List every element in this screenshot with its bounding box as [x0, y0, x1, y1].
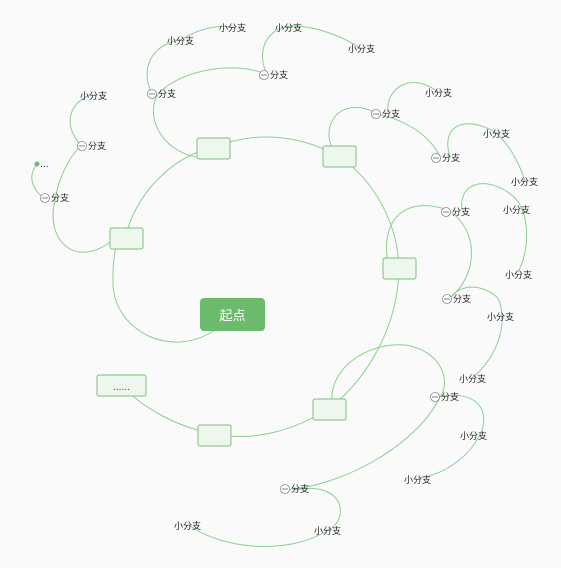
edge-right-leaf3 [449, 286, 503, 379]
collapse-toggle-icon[interactable] [280, 484, 290, 494]
main-ring-edges [112, 136, 400, 437]
collapse-toggle-icon[interactable] [431, 153, 441, 163]
collapse-toggle-icon[interactable] [77, 141, 87, 151]
toggles[interactable] [40, 70, 452, 494]
leaf-label: 小分支 [483, 128, 510, 140]
root-node[interactable]: 起点 [200, 298, 265, 331]
collapse-toggle-icon[interactable] [40, 193, 50, 203]
leaf-label: 小分支 [80, 90, 107, 102]
leaf-label: 小分支 [167, 35, 194, 47]
edge-right-leaf2 [494, 131, 526, 182]
leaf-label: 小分支 [404, 474, 431, 486]
collapse-toggle-icon[interactable] [430, 392, 440, 402]
branch-label: 分支 [453, 293, 471, 305]
branch-edges [31, 25, 528, 548]
branch-label: 分支 [51, 192, 69, 204]
leaf-label: 小分支 [505, 269, 532, 281]
edge-top-arc [261, 25, 361, 76]
ring-node-right[interactable] [382, 257, 417, 280]
truncated-label: ... [40, 160, 49, 170]
collapse-toggle-icon[interactable] [371, 109, 381, 119]
edge-left-leaf [69, 94, 91, 147]
edge-topleft-arc [157, 67, 269, 95]
leaf-labels: 小分支 小分支 小分支 小分支 小分支 小分支 小分支 小分支 小分支 小分支 … [80, 22, 538, 537]
branch-label: 分支 [442, 152, 460, 164]
ring-node-placeholder-text: ...... [113, 383, 130, 393]
edge-topright-branch [377, 113, 441, 158]
ring-node-bottomright[interactable] [312, 398, 347, 421]
leaf-label: 小分支 [219, 22, 246, 34]
edge-left [52, 145, 114, 253]
ring-node-left[interactable] [109, 227, 144, 250]
ring-edge-1 [127, 147, 214, 229]
ring-edge-3 [337, 155, 400, 269]
edge-bottom-leaf2 [189, 525, 329, 548]
collapse-toggle-icon[interactable] [259, 70, 269, 80]
leaf-label: 小分支 [460, 430, 487, 442]
edge-right-sub [447, 209, 472, 299]
leaf-label: 小分支 [275, 22, 302, 34]
collapsed-dot-icon[interactable] [34, 161, 40, 167]
leaf-label: 小分支 [174, 520, 201, 532]
branch-label: 分支 [291, 483, 309, 495]
collapse-toggle-icon[interactable] [442, 294, 452, 304]
leaf-label: 小分支 [459, 373, 486, 385]
branch-label: 分支 [452, 206, 470, 218]
collapse-toggle-icon[interactable] [147, 89, 157, 99]
edge-topright-leaf [387, 81, 439, 113]
edge-topleft [153, 93, 197, 158]
edge-right-arc [461, 183, 528, 273]
ring-node-topleft[interactable] [196, 137, 231, 160]
ring-edge-4 [329, 267, 400, 409]
edge-bottom-leaf [294, 487, 341, 531]
ring-node-bottom[interactable] [197, 424, 232, 447]
edge-topright [328, 106, 379, 149]
ring-node-top[interactable] [322, 145, 357, 168]
edge-bottomright [331, 344, 445, 401]
edge-bottom-branch [284, 396, 441, 491]
root-label: 起点 [219, 309, 245, 324]
leaf-label: 小分支 [511, 176, 538, 188]
edge-topleft-leaf2 [179, 26, 236, 41]
ring-edge-2 [212, 136, 339, 157]
leaf-label: 小分支 [314, 525, 341, 537]
edge-bottomright-leaf [417, 394, 485, 479]
branch-label: 分支 [158, 88, 176, 100]
leaf-label: 小分支 [348, 43, 375, 55]
collapse-toggle-icon[interactable] [441, 207, 451, 217]
edge-topleft-leaf [146, 39, 181, 95]
branch-label: 分支 [441, 391, 459, 403]
branch-label: 分支 [88, 140, 106, 152]
branch-label: 分支 [270, 69, 288, 81]
branch-label: 分支 [382, 108, 400, 120]
leaf-label: 小分支 [487, 311, 514, 323]
branch-labels: 分支 分支 分支 分支 分支 分支 分支 分支 分支 分支 [51, 69, 471, 495]
leaf-label: 小分支 [503, 204, 530, 216]
edge-right-leaf [447, 123, 496, 158]
edge-right [386, 205, 449, 263]
leaf-label: 小分支 [425, 87, 452, 99]
ring-node-bottomleft[interactable]: ...... [96, 374, 147, 397]
